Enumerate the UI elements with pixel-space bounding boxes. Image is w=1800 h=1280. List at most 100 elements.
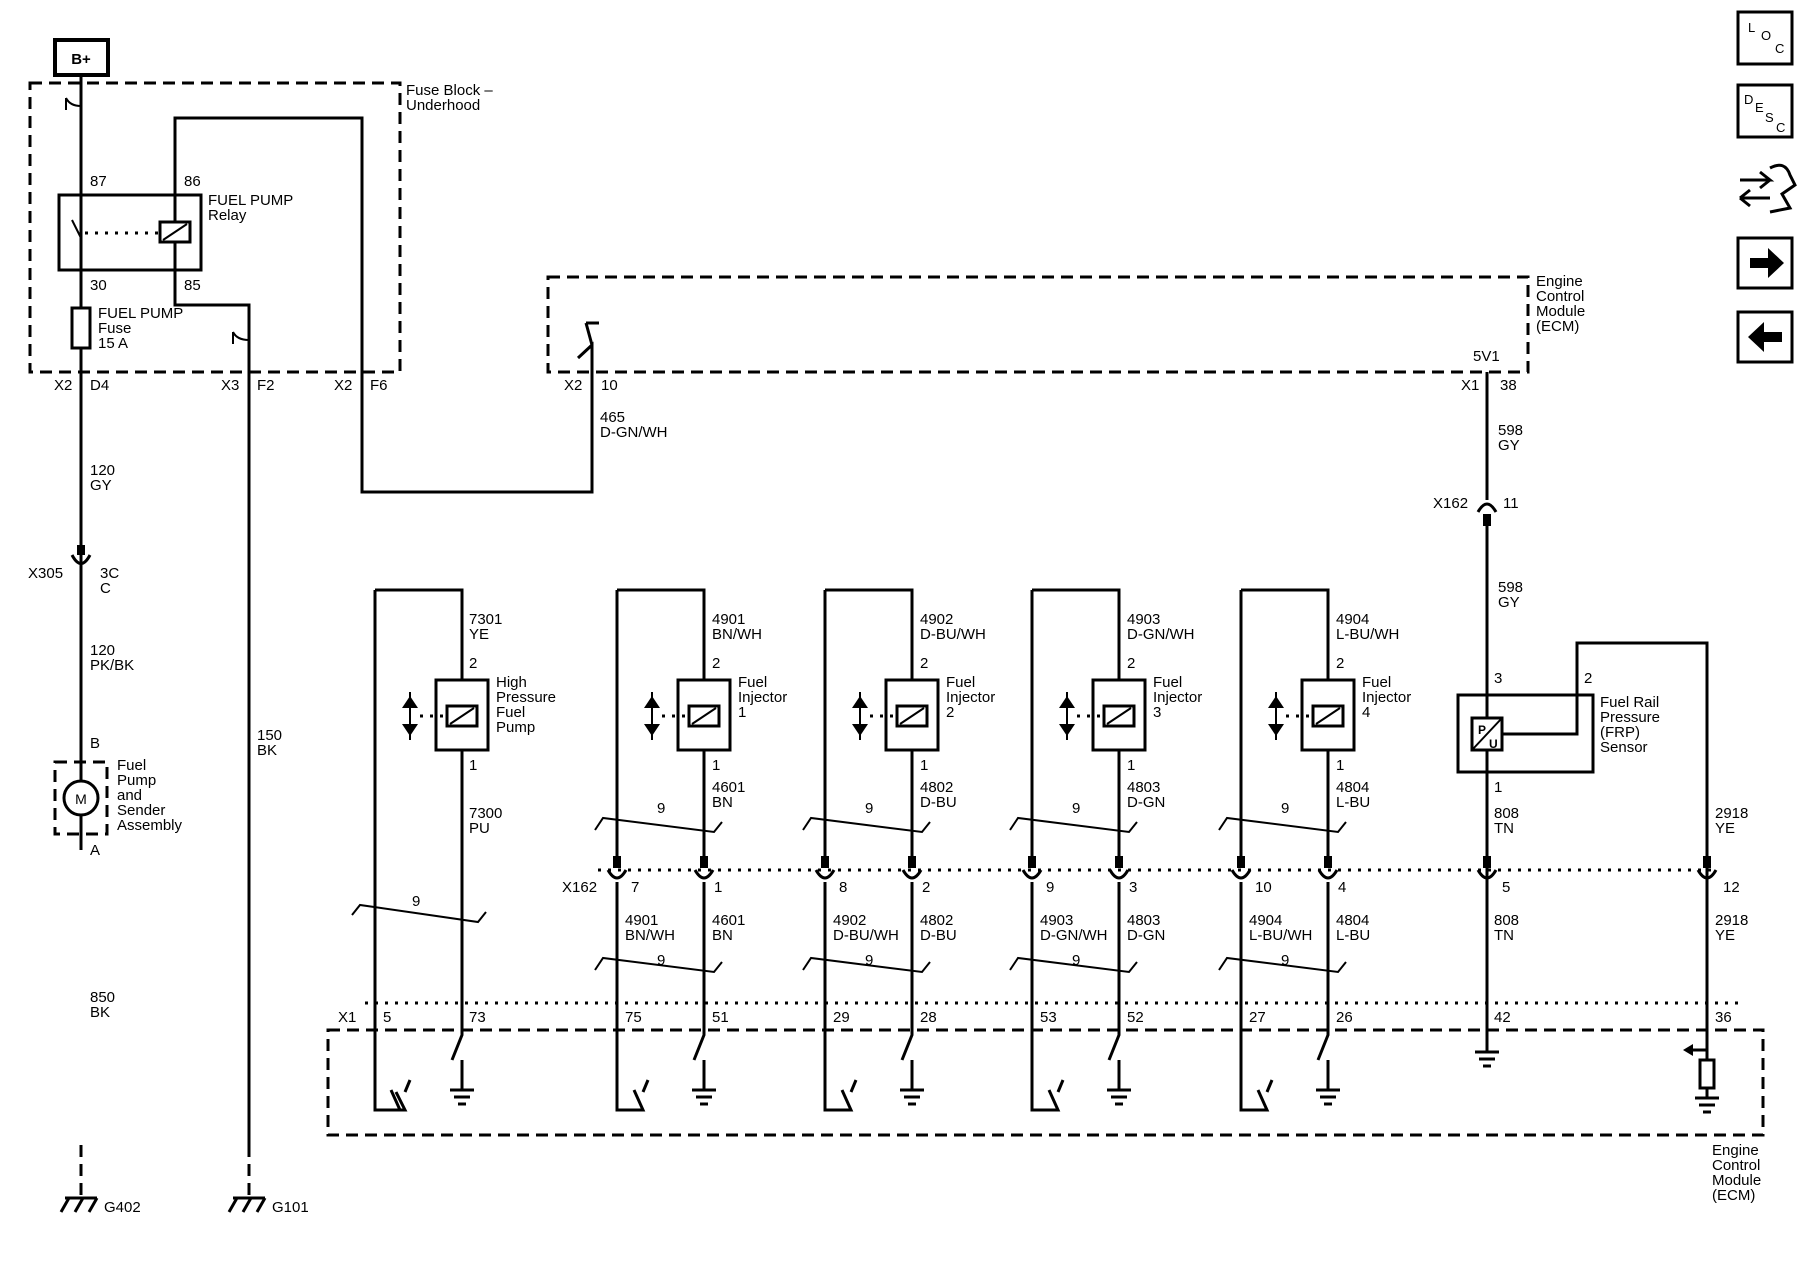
frp-signal-internal [1502,695,1579,736]
wire-465-num: 465 [600,409,625,426]
fuse-block-name-2: Underhood [406,97,480,114]
wire-808-b-num: 808 [1494,912,1519,929]
connector-button[interactable] [1739,163,1797,214]
svg-text:B+: B+ [71,51,91,68]
injector-2-x162-left-label: 8 [839,879,847,896]
injector-4-lower-right-num: 4804 [1336,912,1369,929]
hp-pump-line-2: Pressure [496,689,556,706]
x162-pin-12: 12 [1723,879,1740,896]
injector-3-lower-left-num: 4903 [1040,912,1073,929]
injector-2-lower-right-num: 4802 [920,912,953,929]
fuel-pump-motor-icon: M [62,779,100,817]
wire-120-pkbk-num: 120 [90,642,115,659]
ecm-bottom-outline [326,1028,1765,1137]
injector-2-pin-1: 1 [920,757,928,774]
fuse-block-pin-f6: F6 [370,377,388,394]
ecm-top-line-2: Control [1536,288,1584,305]
ecm-bottom-pin-73: 73 [469,1009,486,1026]
arrow-left-icon [1748,322,1782,352]
ecm-top-pin-10: 10 [601,377,618,394]
fuel-pump-relay [57,193,203,272]
injector-4-upper-twist-label: 9 [1281,800,1289,817]
ecm-bottom-x1: X1 [338,1009,356,1026]
svg-text:D: D [1744,92,1753,107]
svg-text:E: E [1755,100,1764,115]
frp-line-4: Sensor [1600,739,1648,756]
fuel-pump-line-5: Assembly [117,817,183,834]
injector-3-x1-right-pin: 52 [1127,1009,1144,1026]
injector-3-wire-top-num: 4903 [1127,611,1160,628]
injector-2-lower-left-num: 4902 [833,912,866,929]
injector-2-x1-right-pin: 28 [920,1009,937,1026]
ecm-bottom-line-4: (ECM) [1712,1187,1755,1204]
wire-465-color: D-GN/WH [600,424,668,441]
injector-4-x162-left-label: 10 [1255,879,1272,896]
frp-pin-3: 3 [1494,670,1502,687]
injector-1-name-1: Fuel [738,674,767,691]
ecm-top-outline [546,275,1530,374]
next-page-button[interactable] [1736,236,1794,290]
hp-pump-high-driver-icon [450,1010,474,1106]
hp-pump-pin-2: 2 [469,655,477,672]
injector-3-x162-left-pin [1021,856,1043,880]
injector-2-name-2: Injector [946,689,995,706]
wire-150-color: BK [257,742,277,759]
injector-1-name-2: Injector [738,689,787,706]
relay-pin-30: 30 [90,277,107,294]
frp-line-2: Pressure [1600,709,1660,726]
injector-4-x162-left-pin [1230,856,1252,880]
wire-2918-a-color: YE [1715,820,1735,837]
fuel-pump-pin-a: A [90,842,100,859]
loc-button[interactable]: L O C [1736,10,1794,66]
injector-1-upper-twist-icon [594,816,723,834]
injector-4-lower-left-num: 4904 [1249,912,1282,929]
injector-2-x162-right-pin [901,856,923,880]
prev-page-button[interactable] [1736,310,1794,364]
ground-bus-tap [232,331,250,344]
injector-1-coil-icon [644,692,721,740]
injector-3-lower-twist-icon [1009,956,1138,974]
x162-upper-label: X162 [1433,495,1468,512]
hp-pump-line-3: Fuel [496,704,525,721]
injector-3-pin-1: 1 [1127,757,1135,774]
injector-3-lower-twist-label: 9 [1072,952,1080,969]
desc-button[interactable]: D E S C [1736,83,1794,139]
injector-3-name-2: Injector [1153,689,1202,706]
wire-7301-num: 7301 [469,611,502,628]
injector-3-upper-twist-icon [1009,816,1138,834]
injector-1-lower-right-color: BN [712,927,733,944]
injector-3-loop-wire [1030,588,1121,1112]
injector-2-wire-top-num: 4902 [920,611,953,628]
fuse-block-pin-x2-a: X2 [54,377,72,394]
injector-2-x162-right-label: 2 [922,879,930,896]
injector-4-number: 4 [1362,704,1370,721]
injector-4-driver-wire [1316,652,1340,1106]
injector-1-upper-twist-label: 9 [657,800,665,817]
injector-4-lower-twist-label: 9 [1281,952,1289,969]
injector-4-upper-twist-icon [1218,816,1347,834]
ecm-bottom-line-3: Module [1712,1172,1761,1189]
injector-2-upper-twist-label: 9 [865,800,873,817]
injector-3-lower-right-color: D-GN [1127,927,1165,944]
ecm-sensor-ground-icon [1475,1045,1499,1068]
fuse-block-pin-d4: D4 [90,377,109,394]
injector-2-name-1: Fuel [946,674,975,691]
wire-808-b-color: TN [1494,927,1514,944]
x305-pin: 3C [100,565,119,582]
ecm-top-line-1: Engine [1536,273,1583,290]
injector-4-wire-top-color: L-BU/WH [1336,626,1399,643]
injector-2-x162-left-pin [814,856,836,880]
svg-text:L: L [1748,20,1755,35]
wire-7300-color: PU [469,820,490,837]
injector-1-number: 1 [738,704,746,721]
wire-808-a-num: 808 [1494,805,1519,822]
injector-3-upper-twist-label: 9 [1072,800,1080,817]
injector-1-x162-right-label: 1 [714,879,722,896]
x162-lower-label: X162 [562,879,597,896]
fuse-line-2: Fuse [98,320,131,337]
injector-1-lower-left-color: BN/WH [625,927,675,944]
injector-1-x162-right-pin [693,856,715,880]
injector-1-lower-left-num: 4901 [625,912,658,929]
x162-pin-12-connector [1696,856,1718,880]
